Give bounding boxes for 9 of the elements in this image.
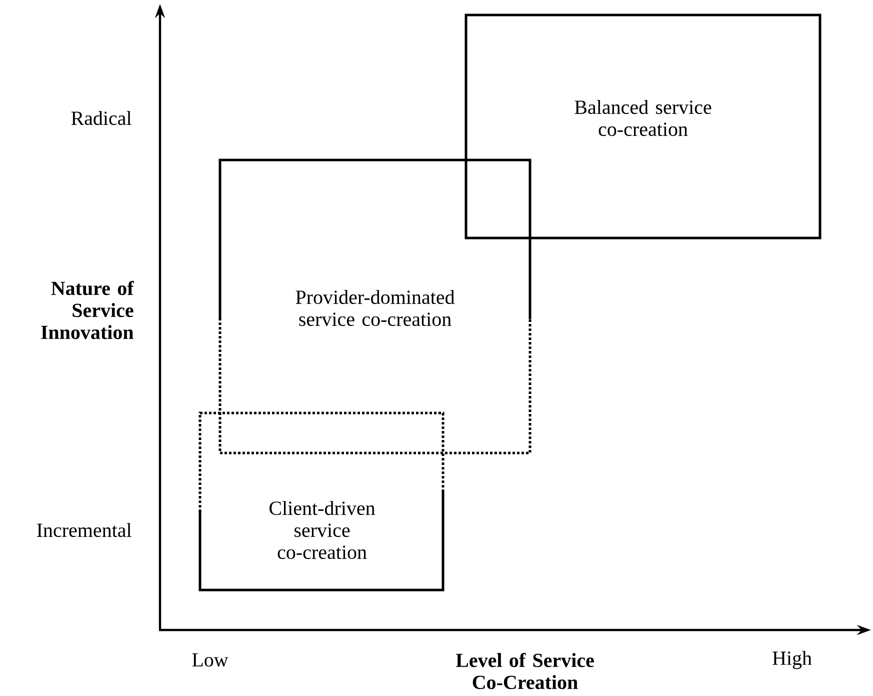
axis-label: Radical <box>71 110 132 126</box>
axis-label: Low <box>192 653 228 667</box>
quadrant-box: Client-driven service co-creation <box>198 412 444 592</box>
axis-label: Incremental <box>37 522 132 538</box>
axis-label: Nature of Service Innovation <box>41 280 134 340</box>
quadrant-box: Provider-dominated service co-creation <box>218 158 532 454</box>
axis-label: High <box>772 650 812 670</box>
axis-label: Level of Service Co-Creation <box>456 652 594 690</box>
quadrant-box: Balanced service co-creation <box>464 14 822 240</box>
